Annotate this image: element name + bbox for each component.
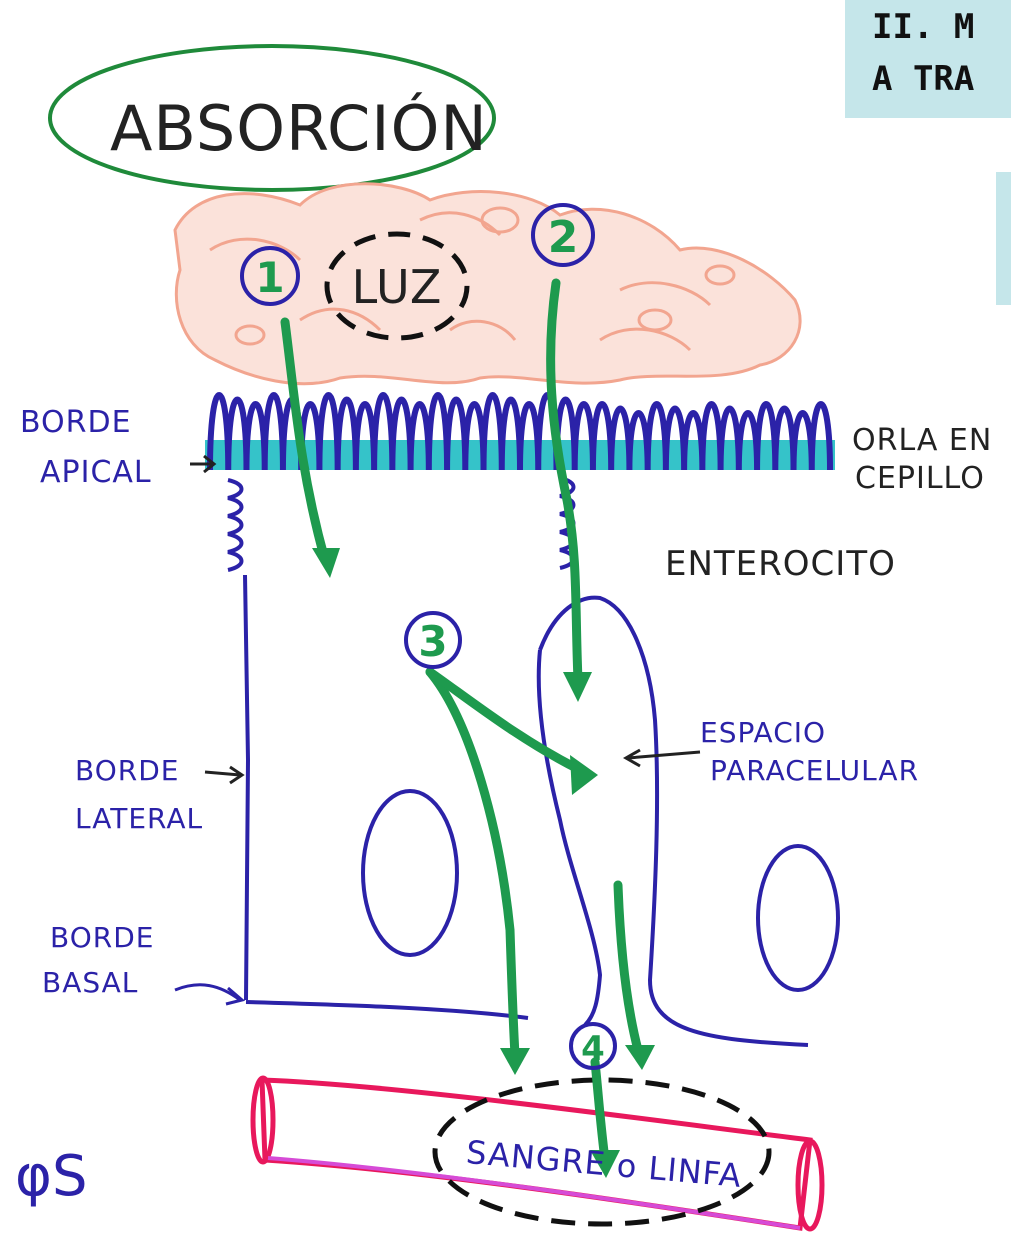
arrow-para-shaft	[618, 885, 638, 1050]
header-box-2	[996, 172, 1011, 305]
step-1-number: 1	[255, 253, 284, 302]
step-3-marker: 3	[406, 613, 460, 667]
lateral-pointer	[205, 767, 242, 783]
lumen-label: LUZ	[352, 260, 443, 314]
basal-label-1: BORDE	[50, 921, 154, 954]
apical-label-1: BORDE	[20, 405, 132, 440]
cell-outlines	[245, 575, 808, 1045]
header-line-2: A TRA	[872, 59, 974, 99]
paracellular-label-2: PARACELULAR	[710, 754, 919, 787]
title-text: ABSORCIÓN	[110, 92, 488, 165]
lateral-label-2: LATERAL	[75, 802, 203, 835]
signature: φS	[15, 1144, 88, 1209]
title-group: ABSORCIÓN	[50, 46, 494, 190]
arrow-para-head	[625, 1045, 655, 1070]
header-box: II. M A TRA	[845, 0, 1011, 118]
basal-label-2: BASAL	[42, 966, 138, 999]
lateral-label-1: BORDE	[75, 754, 179, 787]
step-4-number: 4	[581, 1029, 605, 1069]
apical-label-2: APICAL	[40, 455, 152, 490]
right-nucleus	[758, 846, 838, 990]
step-4-marker: 4	[571, 1024, 615, 1069]
step-3-number: 3	[418, 617, 447, 666]
arrow-3b-shaft	[430, 672, 580, 770]
left-junction-coil	[228, 480, 242, 570]
arrow-1-head	[312, 548, 340, 578]
basal-pointer	[175, 985, 242, 1004]
step-2-number: 2	[548, 212, 579, 263]
paracellular-label-1: ESPACIO	[700, 716, 826, 749]
arrow-2-head	[563, 672, 592, 702]
paracellular-pointer	[626, 750, 700, 766]
enterocyte-label: ENTEROCITO	[665, 544, 896, 584]
arrow-3a-shaft	[430, 672, 515, 1055]
arrow-3a-head	[500, 1048, 530, 1075]
brush-label-1: ORLA EN	[852, 423, 992, 458]
header-line-1: II. M	[872, 7, 974, 47]
brush-label-2: CEPILLO	[855, 461, 985, 496]
left-nucleus	[363, 791, 457, 955]
arrow-3b-head	[570, 755, 598, 795]
